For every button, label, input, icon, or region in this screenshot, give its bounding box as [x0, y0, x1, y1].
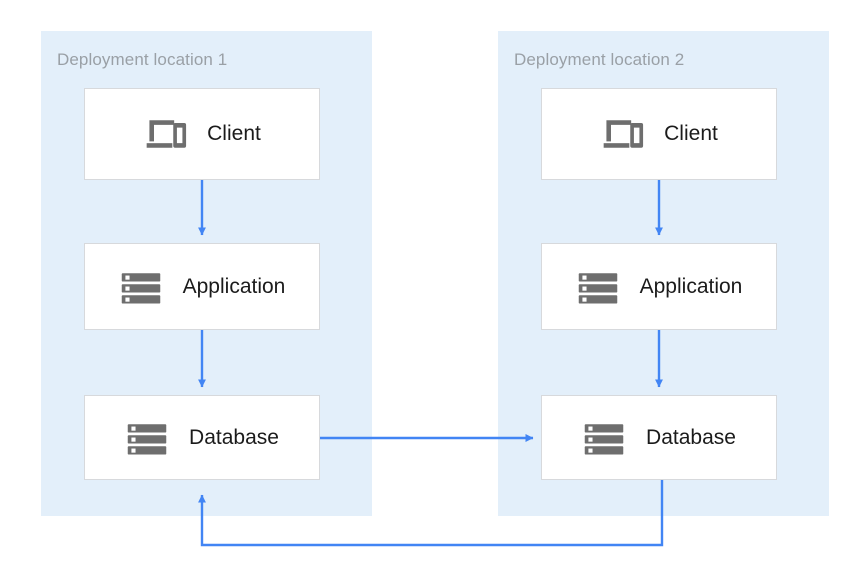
- node-database-1-label: Database: [189, 425, 279, 449]
- node-client-2[interactable]: Client: [541, 88, 777, 180]
- server-stack-icon: [584, 423, 624, 454]
- node-application-2-label: Application: [639, 274, 743, 298]
- node-application-1[interactable]: Application: [84, 243, 320, 330]
- edge-database2-to-database1: [198, 480, 664, 547]
- devices-icon: [603, 120, 644, 148]
- node-client-1[interactable]: Client: [84, 88, 320, 180]
- deployment-zone-2-label: Deployment location 2: [514, 50, 685, 69]
- node-client-1-label: Client: [207, 122, 261, 145]
- node-application-1-label: Application: [182, 274, 286, 298]
- server-stack-icon: [127, 423, 167, 454]
- server-stack-icon: [578, 272, 617, 303]
- node-client-2-label: Client: [664, 122, 718, 145]
- deployment-zone-1-label: Deployment location 1: [57, 50, 228, 69]
- node-application-2[interactable]: Application: [541, 243, 777, 330]
- node-database-2[interactable]: Database: [541, 395, 777, 480]
- devices-icon: [146, 120, 187, 148]
- server-stack-icon: [121, 272, 160, 303]
- node-database-1[interactable]: Database: [84, 395, 320, 480]
- node-database-2-label: Database: [646, 425, 736, 449]
